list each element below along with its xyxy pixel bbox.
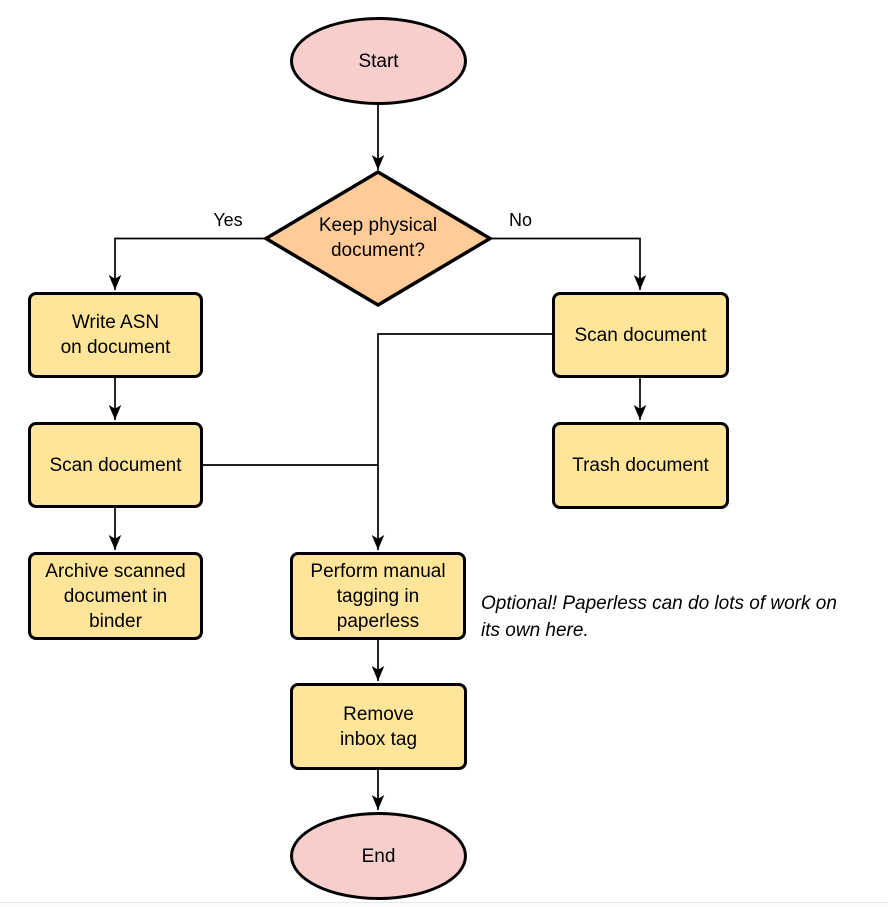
node-scan-document-yes: Scan document: [28, 422, 203, 508]
node-write-asn: Write ASN on document: [28, 292, 203, 378]
node-decision: Keep physical document?: [284, 205, 472, 271]
decision-diamond-shape: [262, 169, 494, 308]
node-remove-inbox-tag: Remove inbox tag: [290, 683, 467, 770]
node-manual-tagging: Perform manual tagging in paperless: [290, 552, 466, 640]
node-scan-document-yes-label: Scan document: [49, 454, 182, 476]
node-decision-label: Keep physical document?: [318, 215, 438, 261]
edge-label-yes: Yes: [213, 210, 243, 230]
annotation-optional-note: Optional! Paperless can do lots of work …: [481, 593, 837, 641]
node-trash-document-label: Trash document: [572, 455, 709, 476]
node-trash-document: Trash document: [552, 422, 729, 509]
node-archive-document: Archive scanned document in binder: [28, 552, 203, 640]
node-scan-document-no: Scan document: [552, 292, 729, 378]
edge-label-no: No: [508, 210, 532, 230]
edge-decision-no-to-scan: [490, 237, 647, 290]
node-scan-document-no-label: Scan document: [574, 324, 707, 346]
edge-scan-no-to-tagging: [371, 333, 552, 550]
node-start: Start: [290, 17, 467, 105]
node-remove-inbox-tag-label: Remove inbox tag: [339, 703, 418, 750]
node-manual-tagging-label: Perform manual tagging in paperless: [310, 560, 446, 632]
page-bottom-divider: [0, 902, 888, 907]
node-end: End: [290, 812, 467, 900]
node-write-asn-label: Write ASN on document: [60, 312, 171, 358]
node-archive-document-label: Archive scanned document in binder: [45, 560, 186, 632]
node-end-label: End: [361, 845, 396, 867]
edge-decision-yes-to-write-asn: [108, 237, 266, 290]
node-start-label: Start: [358, 50, 399, 72]
